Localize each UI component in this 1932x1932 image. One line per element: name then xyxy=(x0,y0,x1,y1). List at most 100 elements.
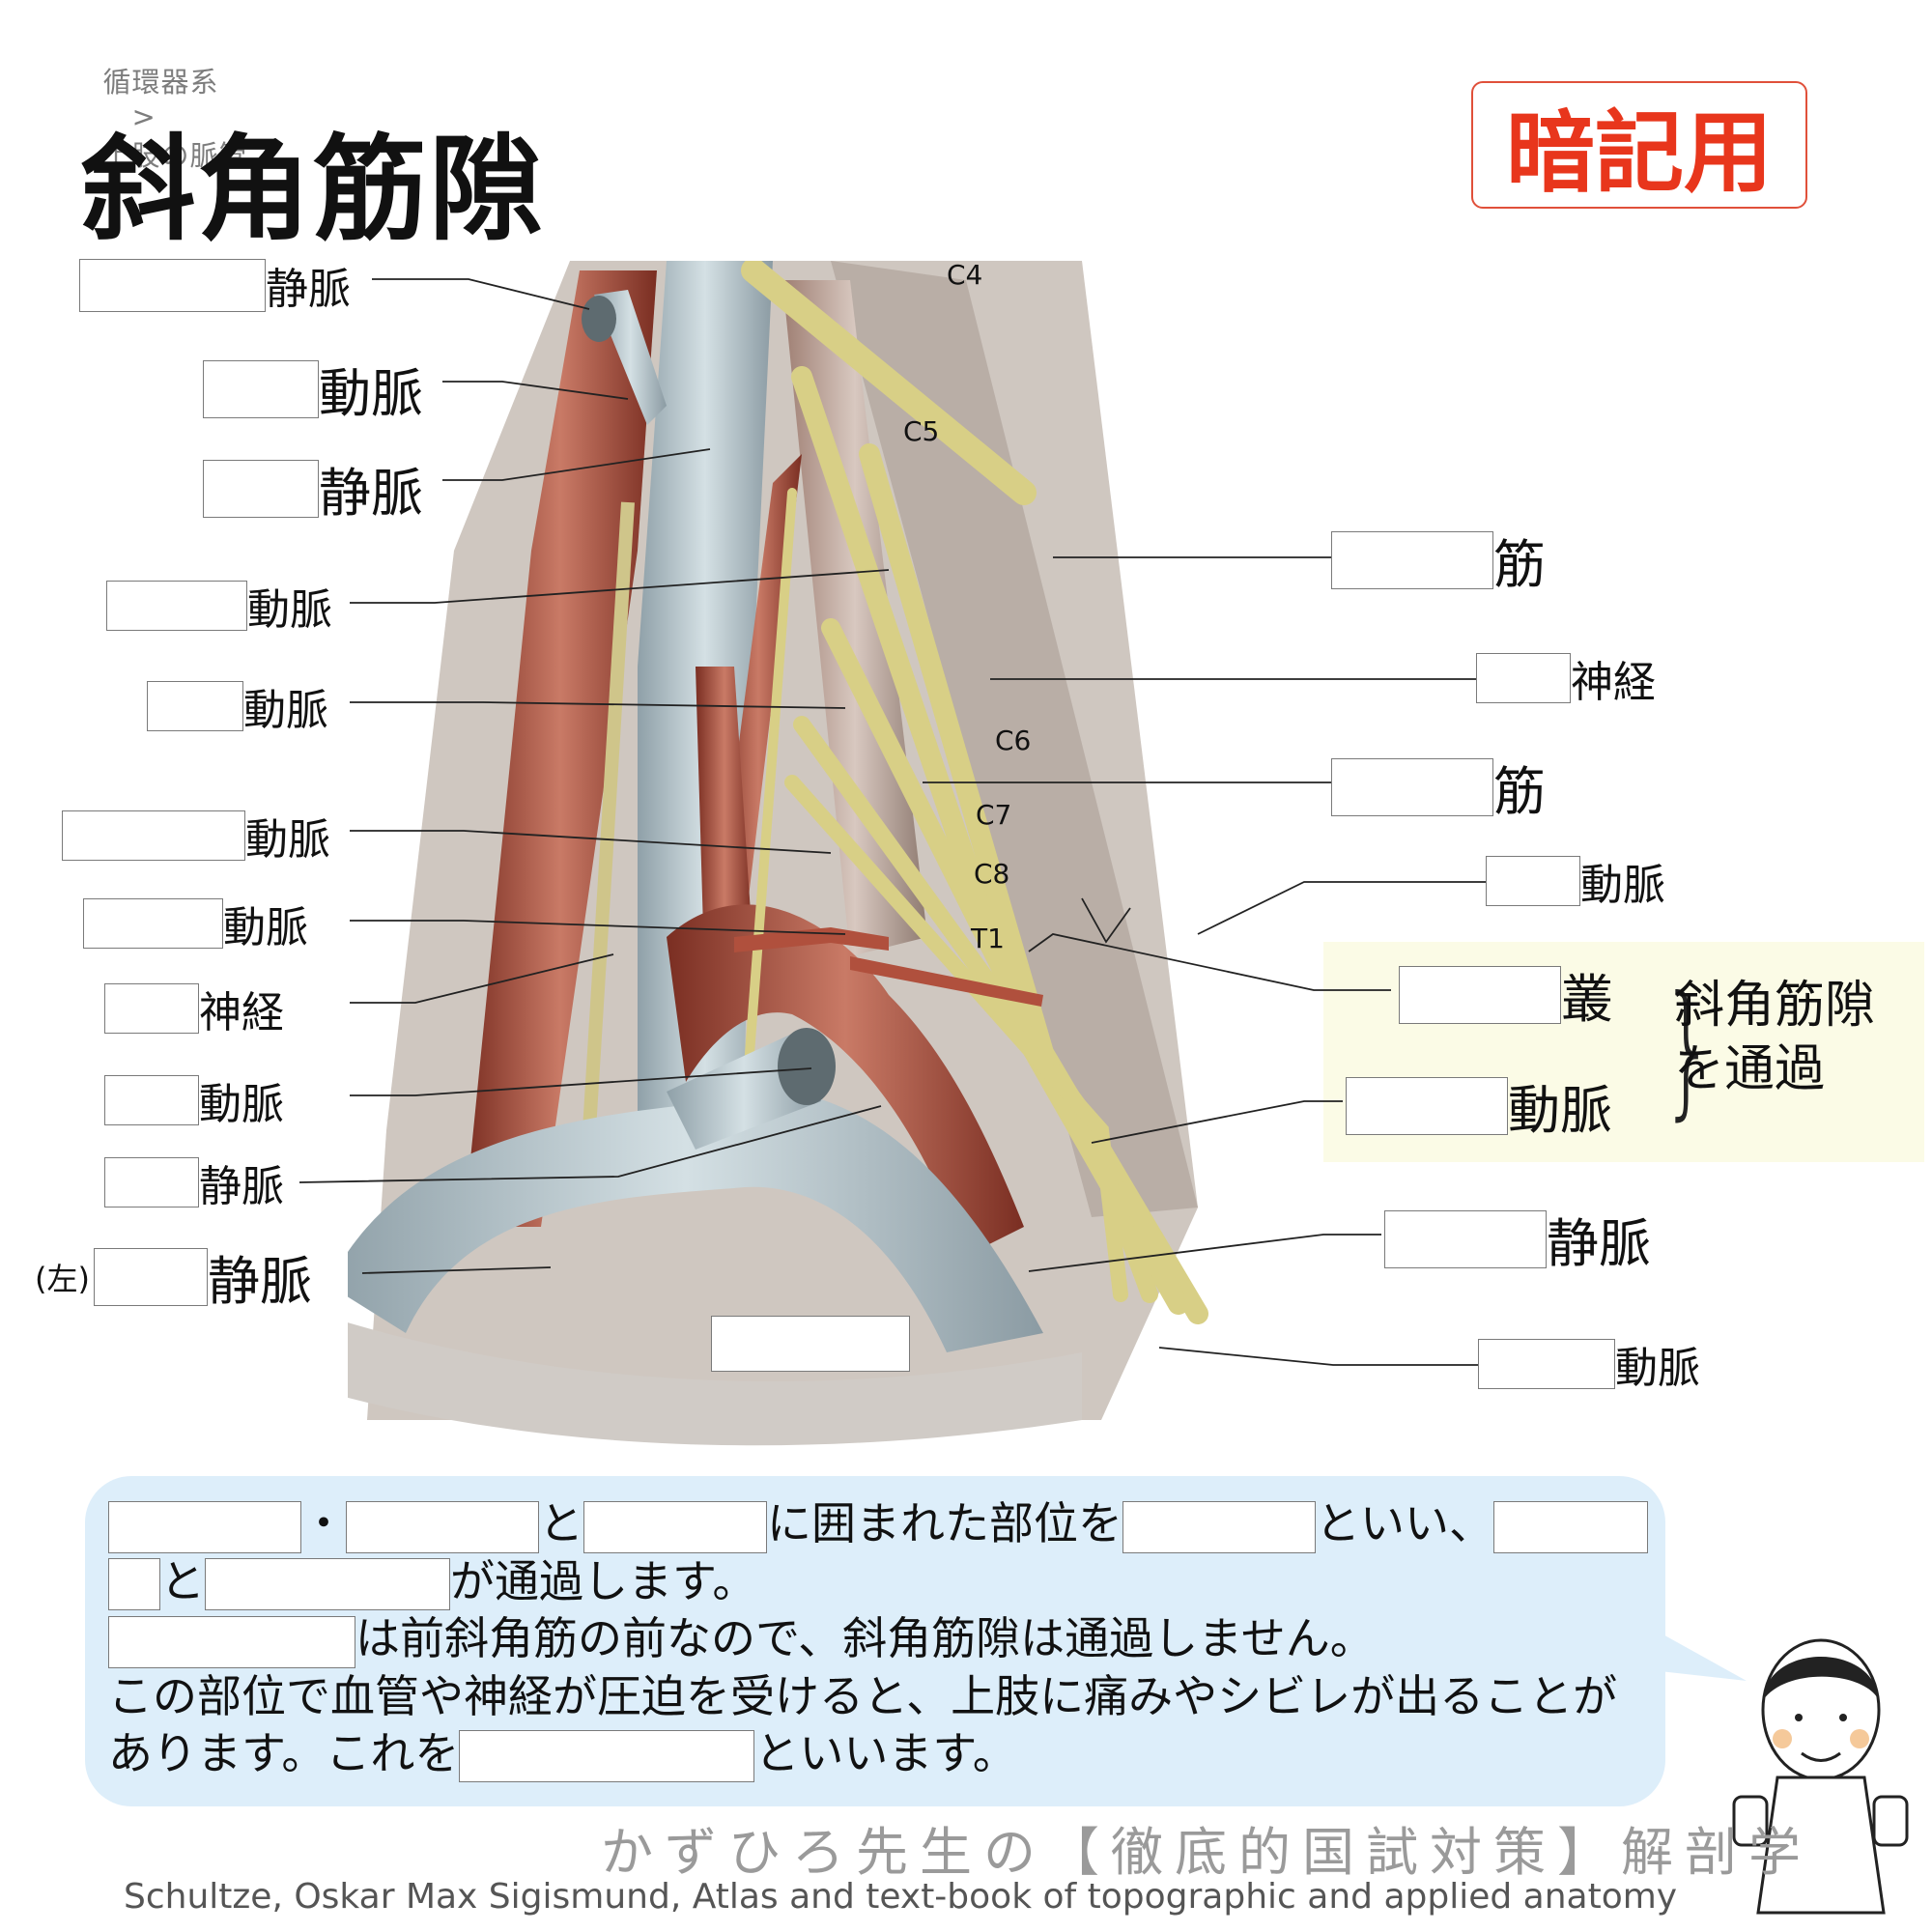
answer-box[interactable] xyxy=(1331,530,1493,589)
memorize-stamp: 暗記用 xyxy=(1471,81,1807,209)
answer-box[interactable] xyxy=(203,459,319,518)
anatomy-illustration xyxy=(348,261,1208,1446)
answer-box[interactable] xyxy=(79,258,266,312)
left-label-10: 静脈 xyxy=(104,1151,284,1213)
passage-note: 斜角筋隙 を通過 xyxy=(1674,974,1875,1101)
answer-box[interactable] xyxy=(1478,1339,1615,1389)
answer-box[interactable] xyxy=(106,581,247,631)
text-anterior: は前斜角筋の前なので、斜角筋隙は通過しません。 xyxy=(355,1612,1375,1664)
text-to-2: と xyxy=(160,1554,205,1607)
answer-box[interactable] xyxy=(1384,1209,1547,1268)
nerve-label-c5: C5 xyxy=(903,415,940,447)
answer-box[interactable] xyxy=(147,681,243,731)
right-label-6: 動脈 xyxy=(1346,1067,1612,1144)
blank-4[interactable] xyxy=(1122,1500,1316,1553)
text-surrounded: に囲まれた部位を xyxy=(767,1497,1122,1549)
left-label-2: 動脈 xyxy=(203,351,423,427)
label-suffix: 叢 xyxy=(1561,969,1613,1030)
left-label-6: 動脈 xyxy=(62,805,330,867)
label-suffix: 動脈 xyxy=(319,363,423,424)
side-prefix: (左) xyxy=(35,1260,90,1297)
brand-title: かずひろ先生の【徹底的国試対策】解剖学 xyxy=(601,1822,1812,1883)
nerve-c4 xyxy=(741,261,1037,505)
answer-box[interactable] xyxy=(1486,856,1580,906)
text-to: と xyxy=(539,1497,583,1549)
breadcrumb-section[interactable]: 循環器系 xyxy=(102,66,219,99)
label-suffix: 動脈 xyxy=(1508,1080,1612,1141)
bubble-tail xyxy=(1660,1633,1747,1681)
answer-box[interactable] xyxy=(93,1247,208,1306)
left-label-4: 動脈 xyxy=(106,575,332,637)
left-label-8: 神経 xyxy=(104,978,284,1039)
left-label-1: 静脈 xyxy=(79,254,351,316)
first-rib xyxy=(348,1322,1082,1446)
breadcrumb: 循環器系 > 上肢の脈管 xyxy=(83,27,247,174)
label-suffix: 静脈 xyxy=(1547,1213,1651,1274)
label-suffix: 動脈 xyxy=(199,1080,284,1129)
answer-box[interactable] xyxy=(1331,757,1493,816)
label-suffix: 動脈 xyxy=(1580,861,1665,910)
label-suffix: 神経 xyxy=(1571,658,1656,707)
label-suffix: 筋 xyxy=(1493,534,1546,595)
right-label-5: 叢 xyxy=(1399,956,1613,1033)
transverse-cervical-artery xyxy=(850,956,1043,1007)
answer-box[interactable] xyxy=(104,983,199,1034)
left-label-5: 動脈 xyxy=(147,675,328,737)
nerve-label-c8: C8 xyxy=(974,858,1010,890)
answer-box-rib[interactable] xyxy=(711,1316,910,1372)
right-label-8: 動脈 xyxy=(1478,1333,1700,1395)
passage-line-1: 斜角筋隙 xyxy=(1674,977,1876,1035)
text-compression: この部位で血管や神経が圧迫を受けると、上肢に痛みやシビレが出ることがあります。こ… xyxy=(108,1669,1618,1779)
nerve-label-t1: T1 xyxy=(971,923,1005,954)
answer-box[interactable] xyxy=(104,1157,199,1208)
left-label-7: 動脈 xyxy=(83,893,308,954)
page-title: 斜角筋隙 xyxy=(81,123,546,256)
right-label-2: 神経 xyxy=(1476,647,1656,709)
answer-box[interactable] xyxy=(203,359,319,418)
blank-5[interactable] xyxy=(1493,1500,1648,1553)
blank-7[interactable] xyxy=(108,1615,355,1668)
blank-5b[interactable] xyxy=(108,1558,160,1610)
label-suffix: 動脈 xyxy=(223,903,308,952)
label-suffix: 静脈 xyxy=(319,463,423,524)
blank-2[interactable] xyxy=(346,1500,539,1553)
label-suffix: 静脈 xyxy=(266,265,351,314)
left-label-3: 静脈 xyxy=(203,450,423,526)
label-suffix: 動脈 xyxy=(243,686,328,735)
answer-box[interactable] xyxy=(83,898,223,949)
text-called: といい、 xyxy=(1316,1497,1493,1549)
breadcrumb-separator: > xyxy=(131,100,156,133)
left-label-9: 動脈 xyxy=(104,1069,284,1131)
answer-box[interactable] xyxy=(1399,965,1561,1024)
answer-box[interactable] xyxy=(104,1075,199,1125)
label-suffix: 動脈 xyxy=(245,815,330,865)
label-suffix: 筋 xyxy=(1493,761,1546,822)
blank-3[interactable] xyxy=(583,1500,767,1553)
text-passes: が通過します。 xyxy=(450,1554,757,1607)
dot: ・ xyxy=(301,1497,346,1549)
blank-6[interactable] xyxy=(205,1558,450,1610)
nerve-label-c4: C4 xyxy=(947,259,983,291)
label-suffix: 静脈 xyxy=(199,1162,284,1211)
right-label-3: 筋 xyxy=(1331,749,1546,825)
teacher-avatar xyxy=(1732,1638,1909,1915)
blank-8[interactable] xyxy=(459,1730,755,1782)
label-suffix: 動脈 xyxy=(1615,1344,1700,1393)
answer-box[interactable] xyxy=(1346,1076,1508,1135)
breadcrumb-page[interactable]: 上肢の脈管 xyxy=(102,139,248,172)
right-label-7: 静脈 xyxy=(1384,1201,1651,1277)
right-label-1: 筋 xyxy=(1331,522,1546,598)
blank-1[interactable] xyxy=(108,1500,301,1553)
answer-box[interactable] xyxy=(62,810,245,861)
vagus-nerve xyxy=(582,501,635,1131)
label-suffix: 神経 xyxy=(199,988,284,1037)
text-ending: といいます。 xyxy=(754,1726,1017,1779)
label-suffix: 動脈 xyxy=(247,585,332,635)
right-label-4: 動脈 xyxy=(1486,850,1665,912)
nerve-label-c6: C6 xyxy=(995,724,1032,756)
answer-box[interactable] xyxy=(1476,653,1571,703)
image-credit: Schultze, Oskar Max Sigismund, Atlas and… xyxy=(124,1877,1678,1917)
passage-line-2: を通過 xyxy=(1674,1040,1826,1098)
brace: } xyxy=(1661,966,1717,1134)
left-label-11: (左) 静脈 xyxy=(35,1238,312,1315)
